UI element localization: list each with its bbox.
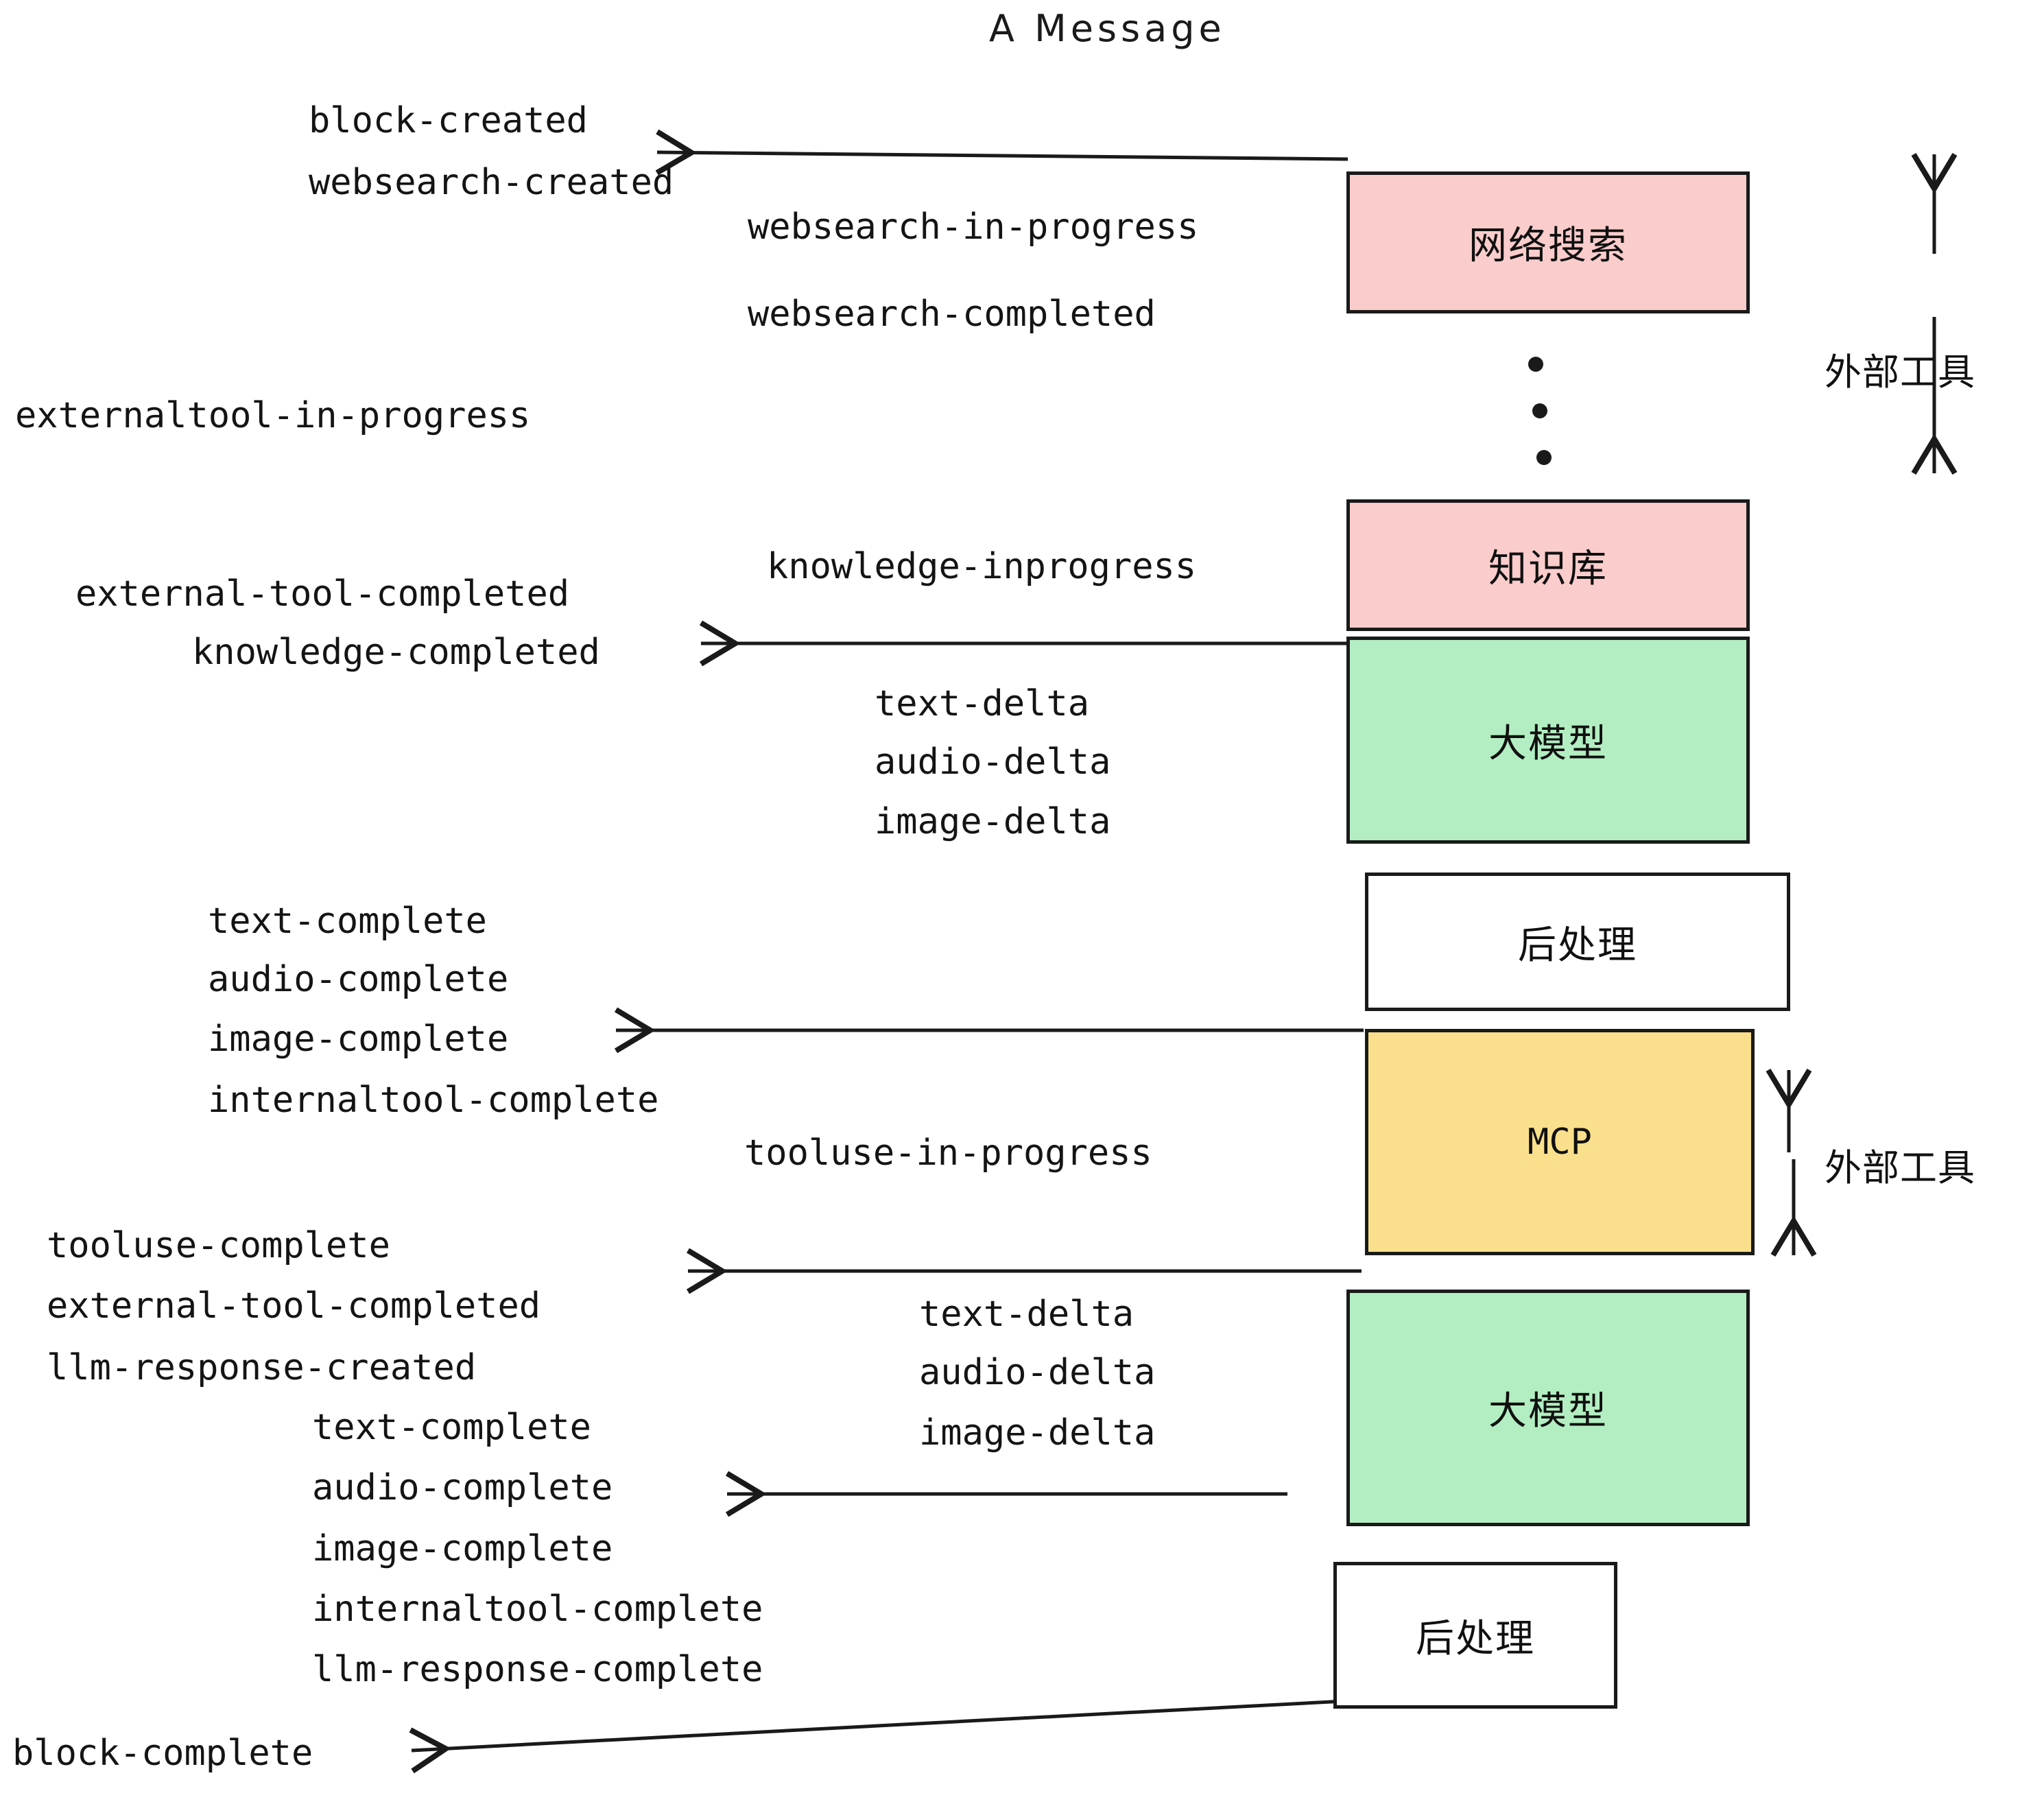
event-label-image-complete-1: image-complete — [208, 1019, 509, 1060]
event-label-block-created: block-created — [309, 100, 588, 141]
event-label-knowledge-inprogress: knowledge-inprogress — [767, 546, 1197, 587]
node-box-mcp: MCP — [1365, 1029, 1755, 1255]
event-label-external-tool-completed-2: external-tool-completed — [47, 1285, 541, 1327]
node-box-postprocess-bot: 后处理 — [1333, 1562, 1617, 1709]
page-title: A Message — [989, 7, 1226, 50]
ellipsis-dot-1 — [1528, 357, 1543, 372]
event-label-tooluse-in-progress: tooluse-in-progress — [744, 1132, 1152, 1174]
side-label-external-tools-top: 外部工具 — [1825, 351, 1975, 394]
event-label-websearch-in-progress: websearch-in-progress — [748, 206, 1199, 248]
event-label-websearch-completed: websearch-completed — [748, 294, 1156, 335]
event-label-audio-delta-1: audio-delta — [875, 741, 1111, 783]
event-label-text-complete-2: text-complete — [312, 1407, 591, 1448]
node-box-knowledge: 知识库 — [1346, 499, 1750, 631]
event-label-audio-complete-1: audio-complete — [208, 959, 509, 1000]
event-label-llm-response-complete: llm-response-complete — [312, 1649, 763, 1690]
ellipsis-dot-2 — [1532, 403, 1547, 418]
event-label-text-complete-1: text-complete — [208, 901, 487, 942]
event-label-internaltool-complete-1: internaltool-complete — [208, 1080, 659, 1121]
event-label-block-complete: block-complete — [12, 1733, 313, 1774]
event-label-image-delta-2: image-delta — [919, 1412, 1156, 1453]
event-label-llm-response-created: llm-response-created — [47, 1347, 477, 1388]
event-label-text-delta-2: text-delta — [919, 1294, 1134, 1335]
node-box-llm-top: 大模型 — [1346, 637, 1750, 844]
node-box-postprocess-top: 后处理 — [1365, 873, 1790, 1011]
event-label-websearch-created: websearch-created — [309, 162, 674, 203]
event-label-audio-complete-2: audio-complete — [312, 1467, 613, 1508]
event-label-internaltool-complete-2: internaltool-complete — [312, 1589, 763, 1630]
event-label-audio-delta-2: audio-delta — [919, 1352, 1156, 1393]
event-label-text-delta-1: text-delta — [875, 683, 1090, 724]
arrow-arrow-block-complete — [412, 1699, 1345, 1750]
event-label-tooluse-complete: tooluse-complete — [47, 1225, 390, 1266]
node-box-llm-bottom: 大模型 — [1346, 1290, 1750, 1526]
event-label-image-delta-1: image-delta — [875, 801, 1111, 842]
ellipsis-dot-3 — [1536, 450, 1552, 465]
side-label-external-tools-bottom: 外部工具 — [1825, 1146, 1975, 1189]
event-label-knowledge-completed: knowledge-completed — [192, 632, 600, 673]
arrow-arrow-block-created — [657, 152, 1348, 159]
event-label-external-tool-completed-1: external-tool-completed — [75, 573, 570, 615]
node-box-websearch: 网络搜索 — [1346, 171, 1750, 313]
event-label-externaltool-in-progress: externaltool-in-progress — [15, 395, 531, 436]
event-label-image-complete-2: image-complete — [312, 1528, 613, 1569]
